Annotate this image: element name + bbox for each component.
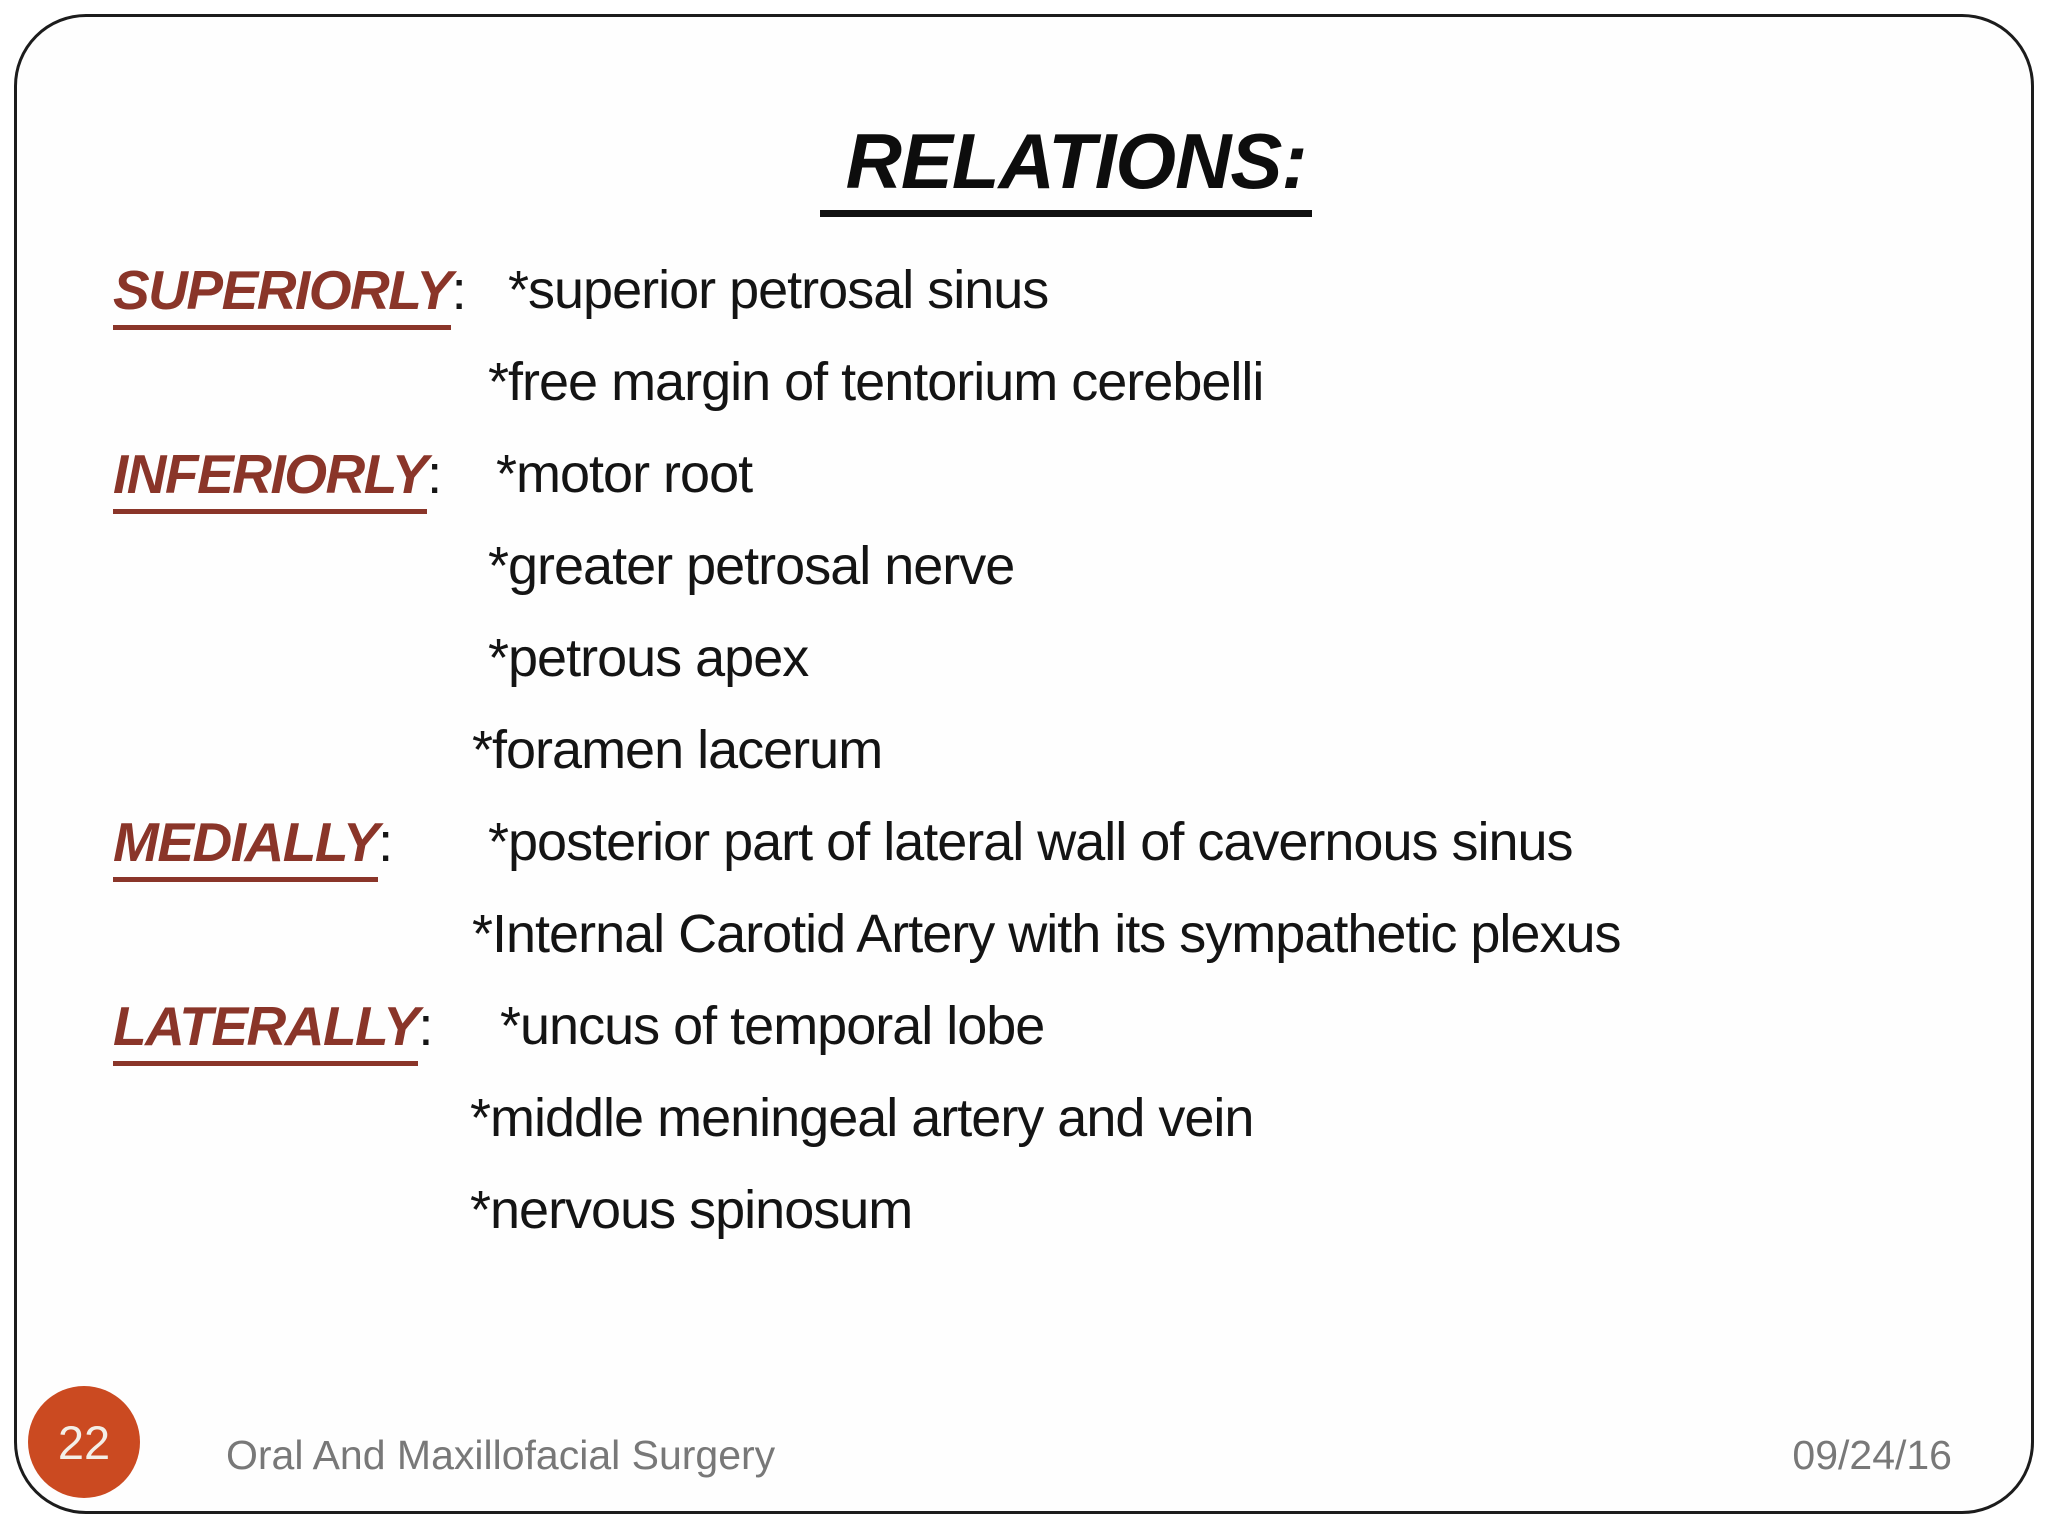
- page-number: 22: [57, 1415, 111, 1469]
- relation-label-cell: LATERALLY:: [113, 980, 488, 1072]
- relation-colon: :: [378, 811, 394, 873]
- relation-item: *nervous spinosum: [470, 1180, 913, 1240]
- relation-label-cell: [113, 336, 488, 428]
- relation-item: *posterior part of lateral wall of caver…: [488, 812, 1574, 872]
- relation-item: *greater petrosal nerve: [488, 536, 1015, 596]
- page-title-wrap: RELATIONS:: [0, 117, 2048, 218]
- relation-label-cell: [113, 704, 488, 796]
- relation-row: *nervous spinosum: [113, 1164, 2018, 1256]
- relation-label-cell: SUPERIORLY:: [113, 244, 488, 336]
- relation-item: *foramen lacerum: [472, 720, 883, 780]
- relation-label-cell: [113, 1072, 488, 1164]
- relation-label: MEDIALLY: [113, 812, 380, 883]
- relation-label-cell: [113, 520, 488, 612]
- relation-item: *middle meningeal artery and vein: [470, 1088, 1254, 1148]
- relation-label-cell: [113, 1164, 488, 1256]
- relation-label-cell: MEDIALLY:: [113, 796, 488, 888]
- relations-list: SUPERIORLY: *superior petrosal sinus *fr…: [113, 244, 2018, 1256]
- footer-course-title: Oral And Maxillofacial Surgery: [226, 1432, 776, 1478]
- relation-item: *uncus of temporal lobe: [500, 996, 1045, 1056]
- relation-item: *petrous apex: [488, 628, 809, 688]
- relation-row: *greater petrosal nerve: [113, 520, 2018, 612]
- relation-row: INFERIORLY: *motor root: [113, 428, 2018, 520]
- slide-border: [14, 14, 2034, 1514]
- relation-item: *superior petrosal sinus: [508, 260, 1049, 320]
- relation-item: *motor root: [496, 444, 753, 504]
- relation-row: LATERALLY: *uncus of temporal lobe: [113, 980, 2018, 1072]
- relation-label-cell: [113, 888, 488, 980]
- relation-label: INFERIORLY: [113, 444, 428, 515]
- relation-row: *foramen lacerum: [113, 704, 2018, 796]
- relation-item: *free margin of tentorium cerebelli: [488, 352, 1264, 412]
- relation-colon: :: [451, 259, 467, 321]
- relation-row: MEDIALLY: *posterior part of lateral wal…: [113, 796, 2018, 888]
- relation-row: SUPERIORLY: *superior petrosal sinus: [113, 244, 2018, 336]
- relation-row: *petrous apex: [113, 612, 2018, 704]
- footer-date: 09/24/16: [1792, 1432, 1952, 1478]
- relation-colon: :: [426, 443, 443, 505]
- relation-row: *free margin of tentorium cerebelli: [113, 336, 2018, 428]
- relation-item: *Internal Carotid Artery with its sympat…: [472, 904, 1622, 964]
- relation-label-cell: INFERIORLY:: [113, 428, 488, 520]
- relation-colon: :: [418, 995, 434, 1057]
- relation-label: LATERALLY: [113, 996, 420, 1067]
- relation-label-cell: [113, 612, 488, 704]
- page-title: RELATIONS:: [819, 117, 1313, 218]
- relation-row: *middle meningeal artery and vein: [113, 1072, 2018, 1164]
- page-number-badge: 22: [28, 1386, 140, 1498]
- relation-label: SUPERIORLY: [113, 260, 453, 331]
- relation-row: *Internal Carotid Artery with its sympat…: [113, 888, 2018, 980]
